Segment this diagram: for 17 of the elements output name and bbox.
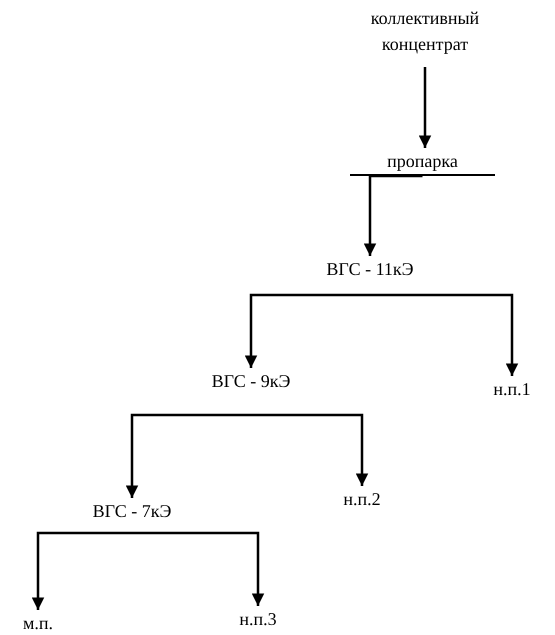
flow-arrow <box>126 414 251 498</box>
stage-label: н.п.2 <box>343 488 381 511</box>
flow-arrow <box>251 414 368 486</box>
stage-label: пропарка <box>387 150 458 173</box>
flow-arrow <box>364 174 422 256</box>
stage-label: ВГС - 11кЭ <box>326 258 414 281</box>
stage-label: ВГС - 7кЭ <box>92 500 172 523</box>
stage-label: н.п.3 <box>239 608 277 631</box>
flow-arrow <box>244 294 370 368</box>
stage-label: н.п.1 <box>493 378 531 401</box>
flow-arrow <box>370 294 518 376</box>
stage-label: м.п. <box>22 612 54 635</box>
stage-label: ВГС - 9кЭ <box>212 370 290 393</box>
flow-arrow <box>132 532 264 606</box>
flow-arrow <box>32 532 132 610</box>
stage-label: коллективный концентрат <box>370 7 480 56</box>
flow-arrow <box>418 67 432 148</box>
